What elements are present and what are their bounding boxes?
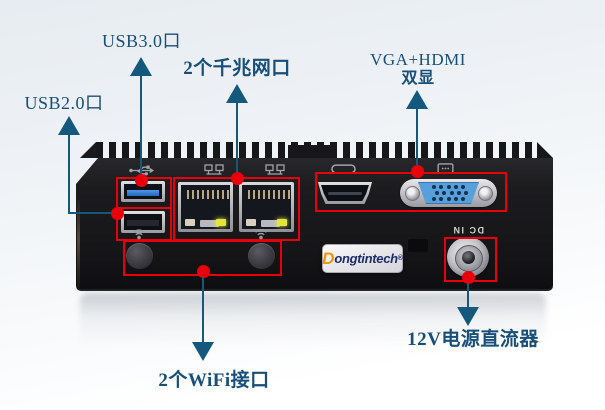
brand-logo-text: ongtintech: [334, 251, 398, 266]
ethernet-port-2-led-right: [277, 219, 287, 226]
power-arrowhead: [457, 307, 479, 326]
usb3-blue-tongue: [127, 190, 159, 196]
display-highlight-box: [315, 172, 507, 212]
ethernet-port-1-cavity: [181, 185, 230, 229]
wifi-antenna-connector-1: [126, 243, 153, 269]
usb3-leader-line: [140, 75, 142, 180]
usb3-port: [121, 181, 165, 202]
display-arrowhead: [406, 90, 428, 109]
ethernet-port-1-led-left: [185, 219, 195, 226]
display-anchor-dot: [411, 165, 424, 178]
chassis-right-bevel: [537, 142, 553, 158]
lan-anchor-dot: [231, 172, 244, 185]
display-leader-line: [416, 108, 418, 172]
chassis-left-bevel: [80, 142, 96, 158]
usb3-anchor-dot: [135, 174, 148, 187]
wifi-icon: [133, 229, 145, 240]
panel-marking: [408, 239, 428, 252]
lan-arrowhead: [226, 84, 248, 103]
ethernet-port-2-latch: [261, 220, 280, 227]
ethernet-port-2-pins: [248, 190, 291, 199]
brand-logo-initial: D: [322, 248, 335, 268]
vga-screw-right: [478, 186, 493, 201]
power-leader-line: [467, 283, 469, 307]
usb2-label: USB2.0口: [24, 93, 104, 113]
usb2-leader-line-vertical: [68, 134, 70, 214]
wifi-leader-line: [202, 277, 204, 342]
usb2-anchor-dot: [111, 207, 124, 220]
ethernet-port-2: [239, 182, 294, 232]
vga-port-face: [418, 182, 479, 204]
usb2-port: [121, 211, 165, 233]
ethernet-port-1-led-right: [216, 219, 226, 226]
wifi-antenna-connector-2: [248, 243, 275, 269]
hdmi-port-slot: [328, 192, 362, 195]
ethernet-port-2-led-left: [246, 219, 256, 226]
usb2-tongue: [127, 220, 159, 226]
dc-jack-pin-hole: [462, 251, 475, 264]
ethernet-port-1: [178, 182, 233, 232]
power-label: 12V电源直流器: [407, 329, 539, 350]
ethernet-port-2-cavity: [242, 185, 291, 229]
usb2-arrowhead: [58, 116, 80, 135]
display-label-line1: VGA+HDMI: [370, 50, 466, 69]
wifi-label: 2个WiFi接口: [158, 370, 270, 391]
usb2-port-cavity: [124, 214, 162, 230]
vga-screw-left: [405, 186, 420, 201]
registered-mark: ®: [397, 255, 403, 262]
ethernet-port-1-latch: [200, 220, 219, 227]
power-anchor-dot: [462, 271, 475, 284]
lan-leader-line: [236, 102, 238, 179]
chassis-edge-highlight: [77, 200, 80, 288]
usb3-port-cavity: [124, 184, 162, 199]
vga-pin-row: [418, 185, 479, 189]
usb3-label: USB3.0口: [101, 31, 181, 51]
lan-icon: [265, 164, 285, 175]
vga-pin-row: [418, 197, 479, 201]
lan-highlight-box: [173, 177, 300, 241]
lan-label: 2个千兆网口: [183, 58, 291, 79]
heatsink-center-block: [288, 145, 332, 158]
usb2-leader-line-horizontal: [68, 212, 114, 214]
wifi-anchor-dot: [197, 265, 210, 278]
vga-pin-row: [418, 191, 479, 195]
display-label-line2: 双显: [401, 70, 435, 87]
usb3-arrowhead: [130, 57, 152, 76]
ethernet-port-1-pins: [187, 190, 230, 199]
wifi-icon: [255, 229, 267, 240]
lan-icon: [204, 164, 224, 175]
wifi-arrowhead: [192, 342, 214, 361]
dc-in-print: DC IN: [452, 225, 484, 235]
